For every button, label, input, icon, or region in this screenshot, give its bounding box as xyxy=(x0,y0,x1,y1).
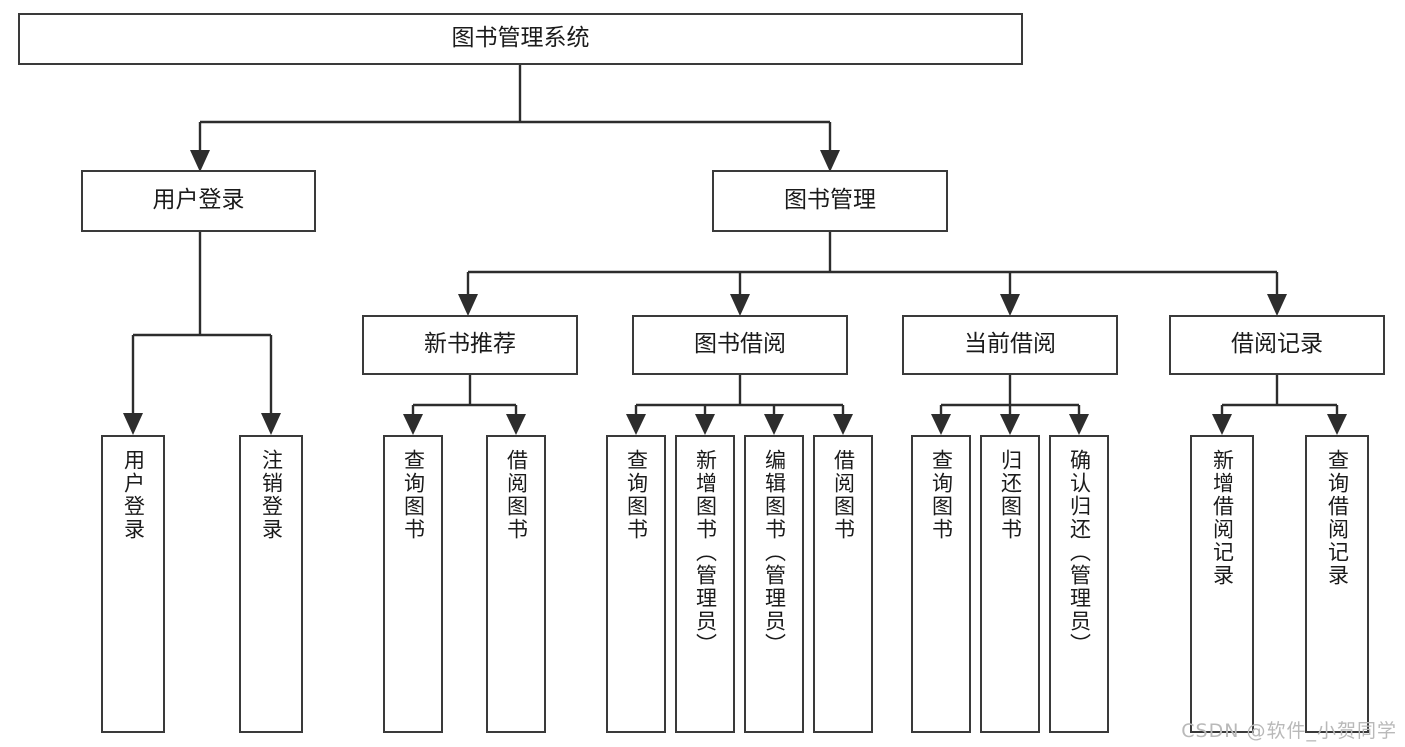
node-label: 编辑图书（管理员） xyxy=(762,449,787,656)
node-label: 用户登录 xyxy=(152,187,245,214)
node-leaf-record-add[interactable]: 新增借阅记录 xyxy=(1190,435,1254,733)
arrow-user-login xyxy=(190,150,210,172)
arrow-leaf-user-logout xyxy=(261,413,281,435)
arrow-leaf-borrow-add xyxy=(695,414,715,435)
node-label: 新增图书（管理员） xyxy=(693,449,718,656)
node-leaf-current-confirm[interactable]: 确认归还（管理员） xyxy=(1049,435,1109,733)
node-label: 查询图书 xyxy=(624,449,649,541)
node-label: 注销登录 xyxy=(259,449,284,541)
arrow-leaf-record-query xyxy=(1327,414,1347,435)
node-label: 图书管理系统 xyxy=(451,25,590,52)
arrow-leaf-borrow-lend xyxy=(833,414,853,435)
node-label: 图书借阅 xyxy=(694,331,786,358)
node-leaf-record-query[interactable]: 查询借阅记录 xyxy=(1305,435,1369,733)
node-leaf-borrow-lend[interactable]: 借阅图书 xyxy=(813,435,873,733)
arrow-leaf-user-login xyxy=(123,413,143,435)
node-current-borrow[interactable]: 当前借阅 xyxy=(902,315,1118,375)
arrow-leaf-current-return xyxy=(1000,414,1020,435)
arrow-borrow-record xyxy=(1267,294,1287,316)
node-book-manage[interactable]: 图书管理 xyxy=(712,170,948,232)
node-label: 查询图书 xyxy=(401,449,426,541)
node-label: 借阅图书 xyxy=(504,449,529,541)
node-leaf-rec-query[interactable]: 查询图书 xyxy=(383,435,443,733)
node-label: 图书管理 xyxy=(784,187,876,214)
node-label: 归还图书 xyxy=(998,449,1023,541)
node-borrow-record[interactable]: 借阅记录 xyxy=(1169,315,1385,375)
node-label: 新书推荐 xyxy=(424,331,516,358)
node-label: 查询借阅记录 xyxy=(1325,449,1350,587)
node-user-login[interactable]: 用户登录 xyxy=(81,170,316,232)
node-label: 查询图书 xyxy=(929,449,954,541)
node-leaf-user-login[interactable]: 用户登录 xyxy=(101,435,165,733)
node-label: 当前借阅 xyxy=(964,331,1056,358)
node-leaf-borrow-edit[interactable]: 编辑图书（管理员） xyxy=(744,435,804,733)
node-leaf-borrow-query[interactable]: 查询图书 xyxy=(606,435,666,733)
node-label: 用户登录 xyxy=(121,449,146,541)
node-root-book-management-system[interactable]: 图书管理系统 xyxy=(18,13,1023,65)
arrow-leaf-rec-borrow xyxy=(506,414,526,435)
node-leaf-rec-borrow[interactable]: 借阅图书 xyxy=(486,435,546,733)
csdn-watermark: CSDN @软件_小贺同学 xyxy=(1181,720,1397,742)
node-book-borrow[interactable]: 图书借阅 xyxy=(632,315,848,375)
arrow-leaf-borrow-query xyxy=(626,414,646,435)
node-leaf-user-logout[interactable]: 注销登录 xyxy=(239,435,303,733)
arrow-leaf-record-add xyxy=(1212,414,1232,435)
node-label: 借阅记录 xyxy=(1231,331,1323,358)
node-leaf-current-query[interactable]: 查询图书 xyxy=(911,435,971,733)
arrow-book-borrow xyxy=(730,294,750,316)
arrow-new-book-recommend xyxy=(458,294,478,316)
arrow-leaf-borrow-edit xyxy=(764,414,784,435)
arrow-leaf-current-query xyxy=(931,414,951,435)
node-leaf-current-return[interactable]: 归还图书 xyxy=(980,435,1040,733)
arrow-book-manage xyxy=(820,150,840,172)
node-label: 确认归还（管理员） xyxy=(1067,449,1092,656)
node-label: 借阅图书 xyxy=(831,449,856,541)
arrow-current-borrow xyxy=(1000,294,1020,316)
node-label: 新增借阅记录 xyxy=(1210,449,1235,587)
node-leaf-borrow-add[interactable]: 新增图书（管理员） xyxy=(675,435,735,733)
arrow-leaf-current-confirm xyxy=(1069,414,1089,435)
node-new-book-recommend[interactable]: 新书推荐 xyxy=(362,315,578,375)
arrow-leaf-rec-query xyxy=(403,414,423,435)
